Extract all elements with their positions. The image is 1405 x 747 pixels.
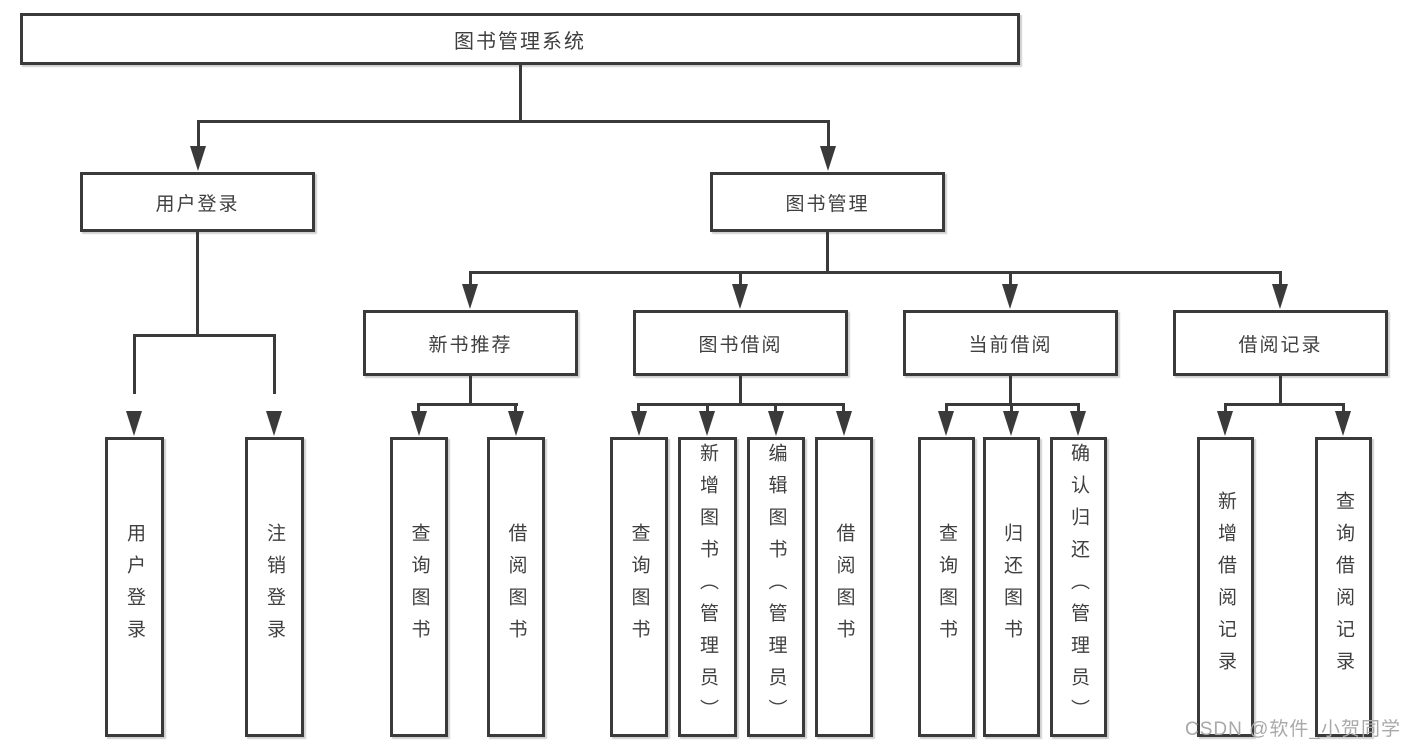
connector <box>197 120 200 152</box>
connector <box>1279 376 1282 406</box>
leaf-query-book-current: 查询图书 <box>918 437 975 737</box>
connector <box>739 376 742 406</box>
leaf-add-book-admin-label: 新增图书（管理员） <box>697 443 718 731</box>
arrowhead-down <box>631 411 647 436</box>
leaf-logout-label: 注销登录 <box>264 523 285 651</box>
leaf-return-book: 归还图书 <box>983 437 1040 737</box>
arrowhead-down <box>699 411 715 436</box>
arrowhead-down <box>508 411 524 436</box>
connector <box>196 232 199 337</box>
node-new-book-recommend: 新书推荐 <box>363 310 578 376</box>
node-user-login-label: 用户登录 <box>155 193 240 215</box>
arrowhead-down <box>1335 411 1351 436</box>
leaf-add-book-admin: 新增图书（管理员） <box>678 437 737 737</box>
node-root-label: 图书管理系统 <box>454 30 586 53</box>
leaf-confirm-return-admin: 确认归还（管理员） <box>1050 437 1107 737</box>
arrowhead-down <box>1003 411 1019 436</box>
leaf-query-book-recommend-label: 查询图书 <box>408 523 430 651</box>
arrowhead-down <box>411 411 427 436</box>
connector <box>469 271 1282 274</box>
connector <box>133 334 276 337</box>
connector <box>637 403 845 406</box>
leaf-edit-book-admin-label: 编辑图书（管理员） <box>765 443 787 731</box>
arrowhead-down <box>462 284 478 309</box>
arrowhead-down <box>820 146 836 171</box>
arrowhead-down <box>1217 411 1233 436</box>
leaf-edit-book-admin: 编辑图书（管理员） <box>747 437 805 737</box>
leaf-add-borrow-record-label: 新增借阅记录 <box>1215 491 1236 683</box>
csdn-watermark: CSDN @软件_小贺同学 <box>1185 719 1401 740</box>
connector <box>827 120 830 152</box>
node-current-borrow: 当前借阅 <box>903 310 1118 376</box>
leaf-user-login-label: 用户登录 <box>124 523 145 651</box>
node-borrow-record: 借阅记录 <box>1173 310 1388 376</box>
connector <box>1224 403 1345 406</box>
connector <box>133 334 136 394</box>
arrowhead-down <box>126 411 142 436</box>
node-book-borrow: 图书借阅 <box>633 310 848 376</box>
node-borrow-record-label: 借阅记录 <box>1238 334 1323 356</box>
leaf-return-book-label: 归还图书 <box>1001 523 1022 651</box>
arrowhead-down <box>768 411 784 436</box>
leaf-query-borrow-record-label: 查询借阅记录 <box>1333 491 1354 683</box>
leaf-query-book-recommend: 查询图书 <box>390 437 448 737</box>
leaf-add-borrow-record: 新增借阅记录 <box>1197 437 1254 737</box>
leaf-user-login: 用户登录 <box>105 437 164 737</box>
arrowhead-down <box>1272 284 1288 309</box>
node-current-borrow-label: 当前借阅 <box>968 334 1053 356</box>
arrowhead-down <box>732 284 748 309</box>
connector <box>417 403 518 406</box>
node-user-login: 用户登录 <box>80 172 315 232</box>
node-root: 图书管理系统 <box>20 13 1020 65</box>
connector <box>826 232 829 274</box>
leaf-logout: 注销登录 <box>245 437 304 737</box>
node-book-management-label: 图书管理 <box>785 193 870 215</box>
connector <box>1009 271 1012 287</box>
node-new-book-recommend-label: 新书推荐 <box>428 334 513 356</box>
connector <box>469 271 472 287</box>
arrowhead-down <box>1002 284 1018 309</box>
leaf-borrow-book-recommend: 借阅图书 <box>487 437 545 737</box>
connector <box>197 120 830 123</box>
connector <box>739 271 742 287</box>
connector <box>469 376 472 406</box>
leaf-borrow-book: 借阅图书 <box>815 437 873 737</box>
arrowhead-down <box>1070 411 1086 436</box>
node-book-management: 图书管理 <box>710 172 945 232</box>
connector <box>1279 271 1282 287</box>
arrowhead-down <box>938 411 954 436</box>
leaf-query-book-borrow-label: 查询图书 <box>628 523 650 651</box>
connector <box>519 65 522 122</box>
leaf-borrow-book-recommend-label: 借阅图书 <box>505 523 527 651</box>
leaf-query-book-borrow: 查询图书 <box>610 437 668 737</box>
leaf-query-borrow-record: 查询借阅记录 <box>1315 437 1372 737</box>
connector <box>1009 376 1012 406</box>
arrowhead-down <box>836 411 852 436</box>
leaf-confirm-return-admin-label: 确认归还（管理员） <box>1068 443 1089 731</box>
leaf-borrow-book-label: 借阅图书 <box>833 523 855 651</box>
arrowhead-down <box>190 146 206 171</box>
connector <box>273 334 276 394</box>
node-book-borrow-label: 图书借阅 <box>698 334 783 356</box>
arrowhead-down <box>266 411 282 436</box>
leaf-query-book-current-label: 查询图书 <box>936 523 957 651</box>
